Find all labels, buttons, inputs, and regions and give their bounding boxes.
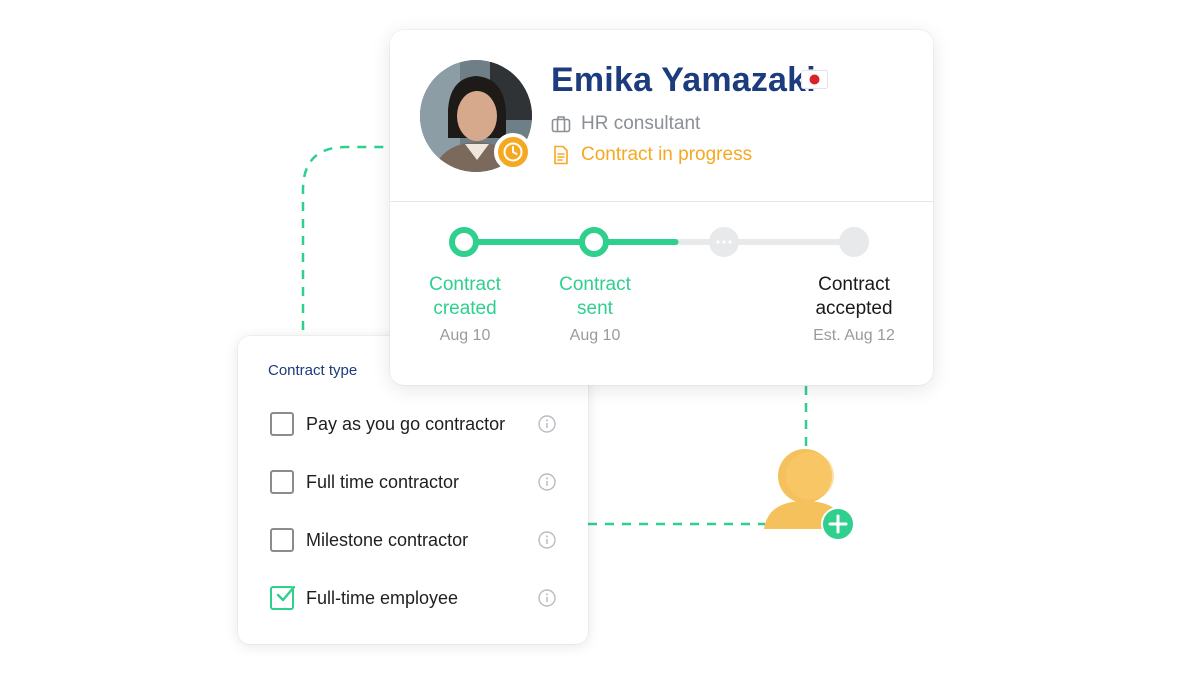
info-icon[interactable] — [538, 415, 556, 433]
checkbox-unchecked[interactable] — [270, 470, 294, 494]
step-label-created: Contract created — [429, 274, 501, 319]
checkbox-unchecked[interactable] — [270, 412, 294, 436]
option-label: Milestone contractor — [306, 529, 469, 550]
step-date-accepted: Est. Aug 12 — [813, 327, 895, 344]
step-dot-accepted — [839, 227, 869, 257]
info-icon[interactable] — [538, 473, 556, 491]
checkbox-checked[interactable] — [270, 585, 296, 610]
employee-role: HR consultant — [551, 113, 700, 135]
document-icon — [554, 145, 568, 165]
info-icon[interactable] — [538, 531, 556, 549]
step-label-accepted: Contract accepted — [815, 274, 893, 319]
card-divider — [390, 201, 933, 202]
checkbox-unchecked[interactable] — [270, 528, 294, 552]
contract-type-title: Contract type — [268, 362, 358, 379]
option-milestone-contractor[interactable]: Milestone contractor — [270, 527, 560, 553]
clock-icon — [503, 142, 523, 162]
checkmark-icon — [276, 585, 296, 602]
step-date-sent: Aug 10 — [569, 327, 621, 344]
step-dot-sent — [579, 227, 609, 257]
briefcase-icon — [551, 116, 571, 133]
role-text: HR consultant — [581, 113, 701, 134]
avatar-status-badge — [494, 133, 532, 171]
contract-type-card: Contract type Pay as you go contractor F… — [238, 336, 588, 644]
status-text: Contract in progress — [581, 144, 753, 165]
track-fill — [464, 239, 679, 245]
option-pay-as-you-go[interactable]: Pay as you go contractor — [270, 411, 560, 437]
info-icon[interactable] — [538, 589, 556, 607]
contract-status: Contract in progress — [551, 144, 752, 166]
option-full-time-contractor[interactable]: Full time contractor — [270, 469, 560, 495]
option-full-time-employee[interactable]: Full-time employee — [270, 585, 560, 611]
step-dot-created — [449, 227, 479, 257]
employee-name: Emika Yamazaki — [551, 61, 816, 99]
option-label: Full-time employee — [306, 587, 459, 608]
progress-track — [449, 227, 869, 257]
profile-card: Emika Yamazaki HR consultant Contract in… — [390, 30, 933, 385]
step-label-sent: Contract sent — [559, 274, 631, 319]
step-date-created: Aug 10 — [439, 327, 491, 344]
add-user-icon[interactable] — [760, 446, 860, 546]
option-label: Full time contractor — [306, 471, 460, 492]
option-label: Pay as you go contractor — [306, 413, 506, 434]
japan-flag-icon — [801, 70, 828, 89]
